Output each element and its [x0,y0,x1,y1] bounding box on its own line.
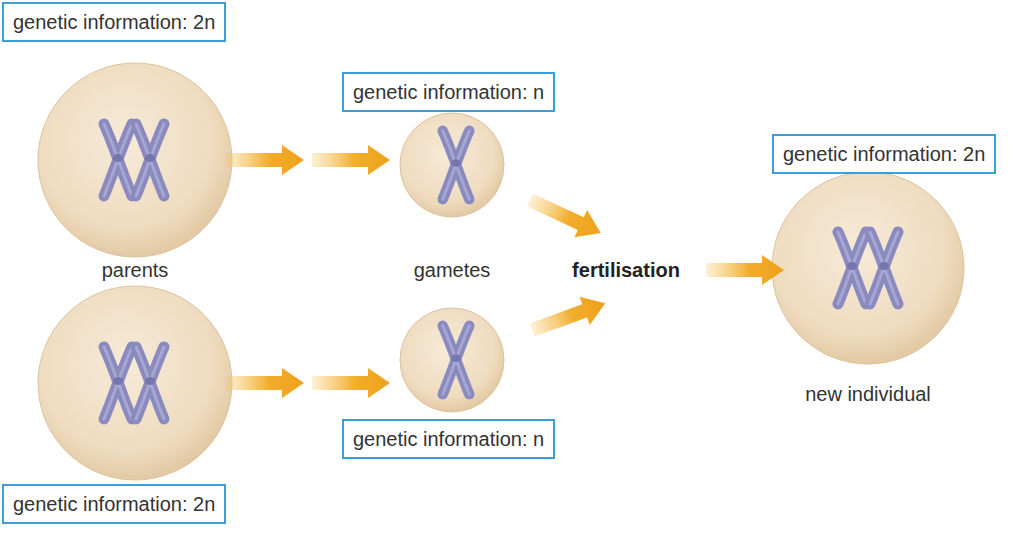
chromosome [443,131,470,199]
zygote-cell [772,172,964,364]
process-label: fertilisation [572,258,680,282]
info-box: genetic information: 2n [2,2,226,42]
info-box: genetic information: n [342,72,555,112]
chromosome [104,347,132,419]
chromosome [838,232,866,304]
gamete-cell [400,308,504,412]
arrow [312,145,390,175]
parent-cell [38,286,232,480]
chromosome [870,232,898,304]
info-box: genetic information: 2n [772,134,996,174]
info-text: genetic information: n [353,427,544,451]
info-text: genetic information: 2n [13,492,215,516]
arrow [312,368,390,398]
info-text: genetic information: n [353,80,544,104]
cell-label: gametes [414,258,491,282]
arrow [524,186,607,246]
arrow [226,368,304,398]
cell-label: parents [102,258,169,282]
chromosome [443,326,470,394]
chromosome [136,347,164,419]
info-box: genetic information: n [342,419,555,459]
parent-cell [38,63,232,257]
chromosome [104,124,132,196]
info-text: genetic information: 2n [13,10,215,34]
arrow [527,289,611,344]
info-box: genetic information: 2n [2,484,226,524]
cell-label: new individual [805,382,931,406]
arrow [706,255,784,285]
arrow [226,145,304,175]
gamete-cell [400,113,504,217]
info-text: genetic information: 2n [783,142,985,166]
chromosome [136,124,164,196]
